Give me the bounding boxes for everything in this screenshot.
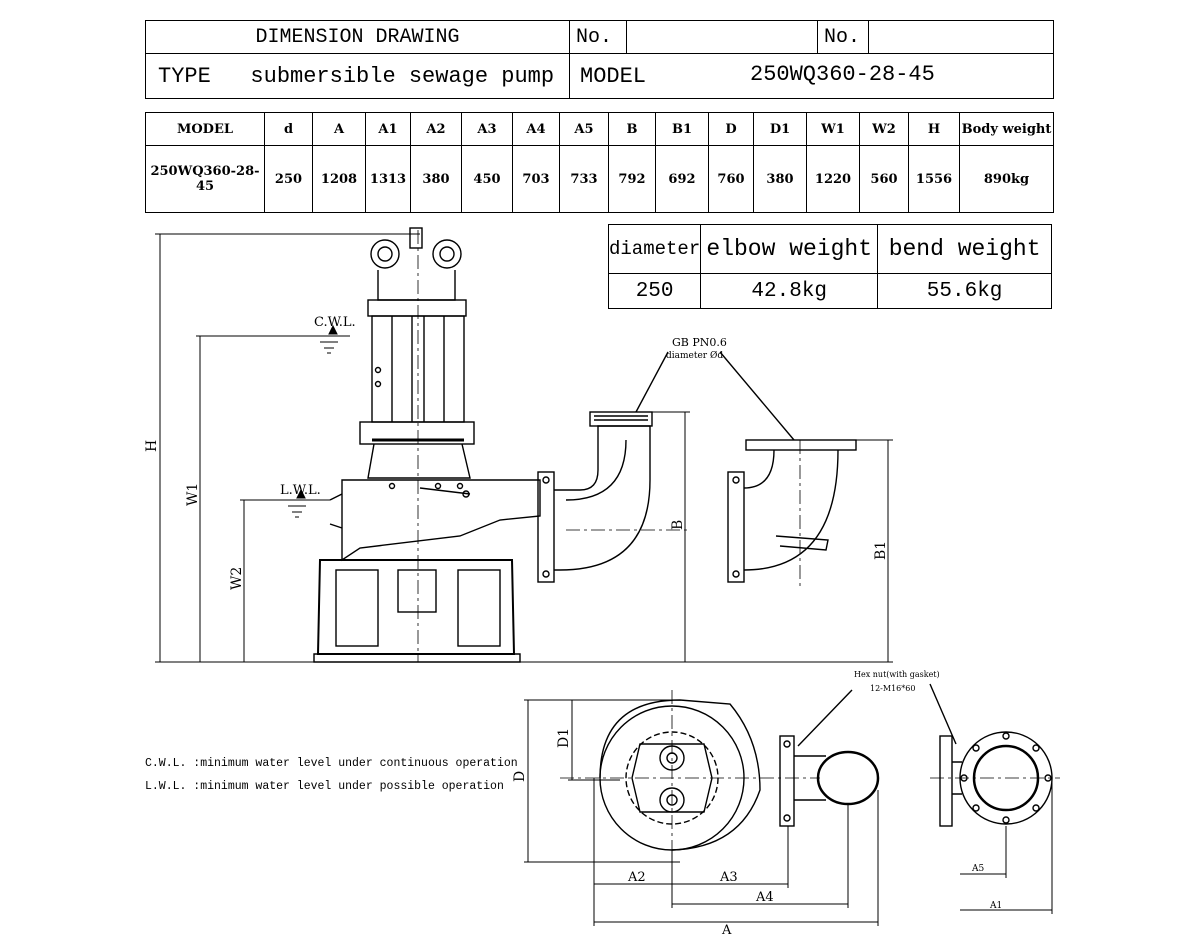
plan-dimensions — [524, 699, 1053, 926]
dim-a5-label: A5 — [971, 864, 984, 874]
drawing-title: DIMENSION DRAWING — [145, 20, 570, 54]
dim-header: W2 — [859, 112, 909, 146]
flange-note-2: diameter Ød — [666, 350, 723, 361]
dim-value: 692 — [655, 145, 709, 213]
dim-value: 380 — [410, 145, 462, 213]
dim-b1-label: B1 — [873, 541, 889, 560]
dim-value: 250 — [264, 145, 313, 213]
dim-header: d — [264, 112, 313, 146]
cwl-label: C.W.L. — [314, 315, 356, 330]
weight-value-bend: 55.6kg — [877, 273, 1052, 309]
dimension-value-row: 250WQ360-28-45 250 1208 1313 380 450 703… — [145, 145, 1054, 213]
weight-header-elbow: elbow weight — [700, 224, 879, 274]
type-label: TYPE — [158, 63, 211, 89]
bend-elevation — [727, 439, 857, 590]
pump-plan-view — [560, 683, 1060, 870]
lwl-note: L.W.L. :minimum water level under possib… — [145, 780, 504, 793]
dim-header: W1 — [806, 112, 860, 146]
dim-w1-label: W1 — [185, 483, 201, 506]
lwl-label: L.W.L. — [280, 483, 321, 498]
dim-value: 703 — [512, 145, 560, 213]
dim-header: A1 — [365, 112, 411, 146]
dim-h-label: H — [144, 440, 160, 452]
pump-elevation — [313, 227, 541, 663]
dimension-header-row: MODEL d A A1 A2 A3 A4 A5 B B1 D D1 W1 W2… — [145, 112, 1054, 146]
dim-a4-label: A4 — [755, 890, 774, 905]
title-block: DIMENSION DRAWING No. No. TYPE submersib… — [145, 20, 1054, 99]
dim-a-label: A — [721, 923, 732, 938]
nut-note-1: Hex nut(with gasket) — [854, 670, 940, 679]
flange-note-leaders — [635, 351, 795, 441]
type-cell: TYPE submersible sewage pump — [145, 53, 570, 99]
model-value: 250WQ360-28-45 — [750, 62, 935, 87]
dim-header: A4 — [512, 112, 560, 146]
no-label-2: No. — [817, 20, 869, 54]
dim-value: 1313 — [365, 145, 411, 213]
weight-table: diameter elbow weight bend weight 250 42… — [607, 224, 1052, 309]
elbow-elevation — [537, 411, 690, 583]
dim-header: A — [312, 112, 366, 146]
dim-value: 1208 — [312, 145, 366, 213]
dim-value: 890kg — [959, 145, 1054, 213]
dim-b-label: B — [670, 520, 686, 530]
dim-header: A3 — [461, 112, 513, 146]
dim-value: 760 — [708, 145, 754, 213]
dim-value: 1556 — [908, 145, 960, 213]
dim-value: 1220 — [806, 145, 860, 213]
model-label: MODEL — [580, 63, 647, 89]
cwl-note: C.W.L. :minimum water level under contin… — [145, 757, 518, 770]
dim-value: 450 — [461, 145, 513, 213]
no-label-1: No. — [569, 20, 627, 54]
flange-note-1: GB PN0.6 — [672, 336, 727, 349]
model-cell: MODEL 250WQ360-28-45 — [569, 53, 1054, 99]
elevation-dimensions — [155, 233, 893, 663]
dim-a1-label: A1 — [989, 901, 1002, 911]
dim-a2-label: A2 — [627, 870, 646, 885]
dim-value: 560 — [859, 145, 909, 213]
type-value: submersible sewage pump — [250, 63, 555, 89]
weight-value-diameter: 250 — [607, 273, 702, 309]
dimension-table: MODEL d A A1 A2 A3 A4 A5 B B1 D D1 W1 W2… — [145, 112, 1054, 213]
weight-header-diameter: diameter — [607, 224, 702, 274]
nut-note-2: 12-M16*60 — [870, 684, 915, 693]
weight-value-elbow: 42.8kg — [700, 273, 879, 309]
dim-d-label: D — [512, 771, 528, 782]
dim-w2-label: W2 — [229, 567, 245, 590]
dim-value: 380 — [753, 145, 807, 213]
dim-value: 792 — [608, 145, 656, 213]
dim-d1-label: D1 — [556, 728, 572, 748]
dim-header: A2 — [410, 112, 462, 146]
dim-a3-label: A3 — [719, 870, 738, 885]
